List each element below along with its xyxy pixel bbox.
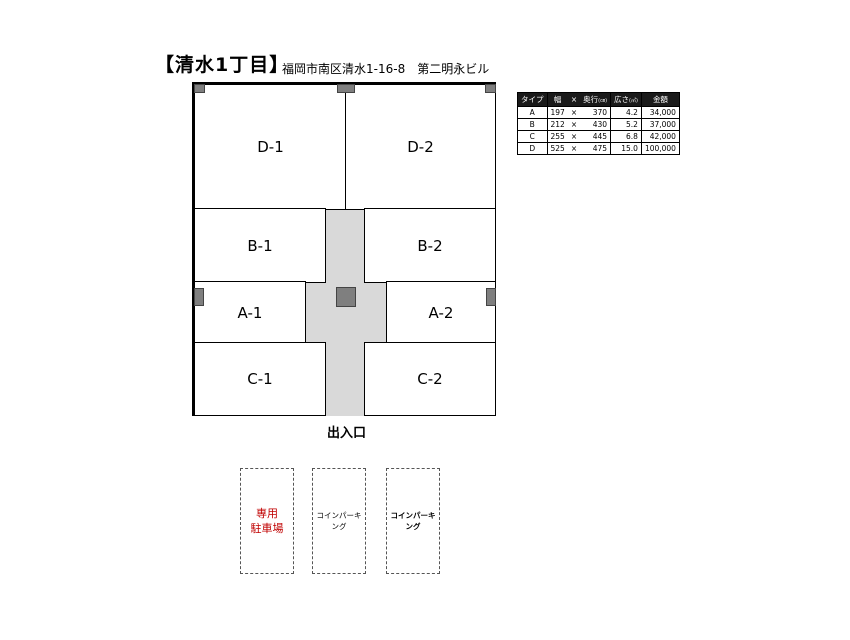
header-depth: 奥行(㎝) bbox=[580, 92, 612, 107]
parking-private-line2: 駐車場 bbox=[250, 522, 284, 535]
parking-private-label: 専用 駐車場 bbox=[251, 506, 284, 536]
spec-table-header: タイプ 幅 × 奥行(㎝) 広さ(㎡) 金額 bbox=[517, 92, 680, 107]
unit-c1[interactable]: C-1 bbox=[194, 342, 326, 416]
unit-b2[interactable]: B-2 bbox=[364, 208, 496, 283]
cell-price: 42,000 bbox=[640, 130, 680, 143]
page-title: 【清水1丁目】 bbox=[155, 54, 290, 76]
cell-depth: 430 bbox=[580, 118, 612, 131]
cell-area: 5.2 bbox=[610, 118, 642, 131]
header-depth-unit: (㎝) bbox=[598, 98, 608, 104]
pillar-top-right bbox=[485, 84, 496, 93]
cell-width: 255 bbox=[546, 130, 568, 143]
cell-price: 100,000 bbox=[640, 142, 680, 155]
cell-depth: 445 bbox=[580, 130, 612, 143]
cell-type: C bbox=[517, 130, 548, 143]
cell-width: 197 bbox=[546, 106, 568, 119]
table-row: A 197 × 370 4.2 34,000 bbox=[517, 106, 680, 119]
corridor-upper bbox=[325, 209, 365, 249]
header-times: × bbox=[567, 92, 581, 107]
table-row: B 212 × 430 5.2 37,000 bbox=[517, 118, 680, 131]
pillar-center bbox=[336, 287, 356, 307]
unit-d2[interactable]: D-2 bbox=[345, 84, 496, 210]
table-row: D 525 × 475 15.0 100,000 bbox=[517, 142, 680, 155]
table-row: C 255 × 445 6.8 42,000 bbox=[517, 130, 680, 143]
unit-a2[interactable]: A-2 bbox=[386, 281, 496, 344]
unit-b1[interactable]: B-1 bbox=[194, 208, 326, 283]
pillar-right bbox=[486, 288, 496, 306]
pillar-top-center bbox=[337, 84, 355, 93]
spec-table: タイプ 幅 × 奥行(㎝) 広さ(㎡) 金額 A 197 × 370 4.2 3… bbox=[517, 92, 680, 155]
parking-private-line1: 専用 bbox=[256, 507, 278, 520]
cell-width: 525 bbox=[546, 142, 568, 155]
pillar-left bbox=[194, 288, 204, 306]
cell-times: × bbox=[567, 106, 581, 119]
corridor-lower bbox=[325, 340, 365, 416]
header-depth-label: 奥行 bbox=[583, 95, 599, 104]
cell-price: 37,000 bbox=[640, 118, 680, 131]
parking-coin-2: コインパーキング bbox=[386, 468, 440, 574]
parking-coin-1: コインパーキング bbox=[312, 468, 366, 574]
header-price: 金額 bbox=[640, 92, 680, 107]
unit-a1[interactable]: A-1 bbox=[194, 281, 306, 344]
cell-times: × bbox=[567, 118, 581, 131]
building-address: 福岡市南区清水1-16-8 第二明永ビル bbox=[282, 62, 490, 76]
header-area: 広さ(㎡) bbox=[610, 92, 642, 107]
parking-coin-2-label: コインパーキング bbox=[390, 511, 436, 531]
header-area-label: 広さ bbox=[614, 95, 630, 104]
pillar-top-left bbox=[194, 84, 205, 93]
cell-depth: 370 bbox=[580, 106, 612, 119]
cell-area: 4.2 bbox=[610, 106, 642, 119]
cell-type: B bbox=[517, 118, 548, 131]
floor-plan: D-1 D-2 B-1 B-2 A-1 A-2 C-1 C-2 bbox=[192, 82, 496, 416]
cell-times: × bbox=[567, 142, 581, 155]
header-width: 幅 bbox=[546, 92, 568, 107]
entrance-label: 出入口 bbox=[327, 426, 367, 441]
cell-price: 34,000 bbox=[640, 106, 680, 119]
unit-d1[interactable]: D-1 bbox=[194, 84, 347, 210]
parking-coin-1-label: コインパーキング bbox=[316, 511, 362, 531]
header-type: タイプ bbox=[517, 92, 548, 107]
cell-depth: 475 bbox=[580, 142, 612, 155]
cell-area: 6.8 bbox=[610, 130, 642, 143]
cell-area: 15.0 bbox=[610, 142, 642, 155]
parking-private: 専用 駐車場 bbox=[240, 468, 294, 574]
cell-type: D bbox=[517, 142, 548, 155]
cell-type: A bbox=[517, 106, 548, 119]
header-area-unit: (㎡) bbox=[629, 98, 638, 104]
unit-c2[interactable]: C-2 bbox=[364, 342, 496, 416]
cell-width: 212 bbox=[546, 118, 568, 131]
cell-times: × bbox=[567, 130, 581, 143]
